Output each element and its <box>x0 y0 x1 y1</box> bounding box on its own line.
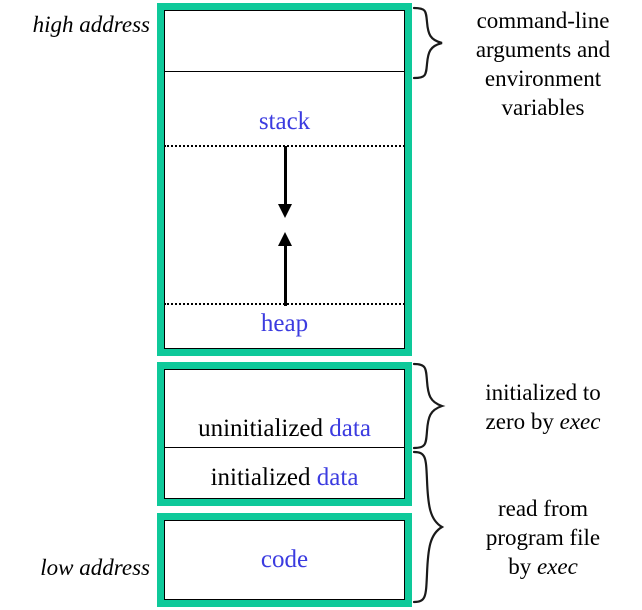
uninitialized-data-label-keyword: data <box>329 415 371 442</box>
data-segment-divider <box>164 447 405 448</box>
uninitialized-data-brace <box>412 362 446 450</box>
annotation-line: read from <box>497 496 589 521</box>
annotation-italic-exec: exec <box>536 554 578 579</box>
code-segment: code <box>157 513 412 607</box>
annotation-line: by exec <box>448 552 638 581</box>
annotation-line: variables <box>501 95 585 120</box>
arrow-head <box>277 204 292 218</box>
uninitialized-data-label: uninitialized data <box>164 415 405 443</box>
heap-label: heap <box>260 310 309 337</box>
segment-inner-frame <box>164 520 405 600</box>
stack-label: stack <box>258 108 311 135</box>
read-from-file-brace <box>412 450 446 604</box>
annotation-line: initialized to <box>485 380 601 405</box>
annotation-text: by <box>508 554 537 579</box>
stack-heap-segment: stack heap <box>157 3 412 356</box>
data-segment: uninitialized data initialized data <box>157 362 412 506</box>
uninitialized-data-label-prefix: uninitialized <box>198 415 330 442</box>
high-address-label: high address <box>32 12 150 37</box>
heap-boundary-dotted-line <box>164 303 405 305</box>
segment-inner-frame <box>164 10 405 349</box>
args-env-divider <box>164 71 405 72</box>
annotation-text: zero by <box>485 409 560 434</box>
annotation-line: program file <box>485 525 601 550</box>
arrow-shaft <box>283 246 287 306</box>
annotation-line: arguments and <box>475 37 611 62</box>
low-address-label: low address <box>40 555 150 580</box>
read-from-file-annotation: read from program file by exec <box>448 494 638 581</box>
args-env-annotation: command-line arguments and environment v… <box>448 6 638 122</box>
arrow-shaft <box>283 146 287 206</box>
annotation-line: environment <box>484 66 602 91</box>
arrow-head <box>277 232 292 246</box>
args-env-brace <box>412 6 446 80</box>
initialized-data-label-prefix: initialized <box>210 464 317 491</box>
annotation-line: zero by exec <box>448 407 638 436</box>
segment-inner-frame <box>164 369 405 499</box>
initialized-data-label-keyword: data <box>316 464 359 491</box>
code-label: code <box>260 546 309 573</box>
annotation-line: command-line <box>476 8 610 33</box>
initialized-data-label: initialized data <box>164 464 405 492</box>
zero-init-annotation: initialized to zero by exec <box>448 378 638 436</box>
annotation-italic-exec: exec <box>559 409 601 434</box>
